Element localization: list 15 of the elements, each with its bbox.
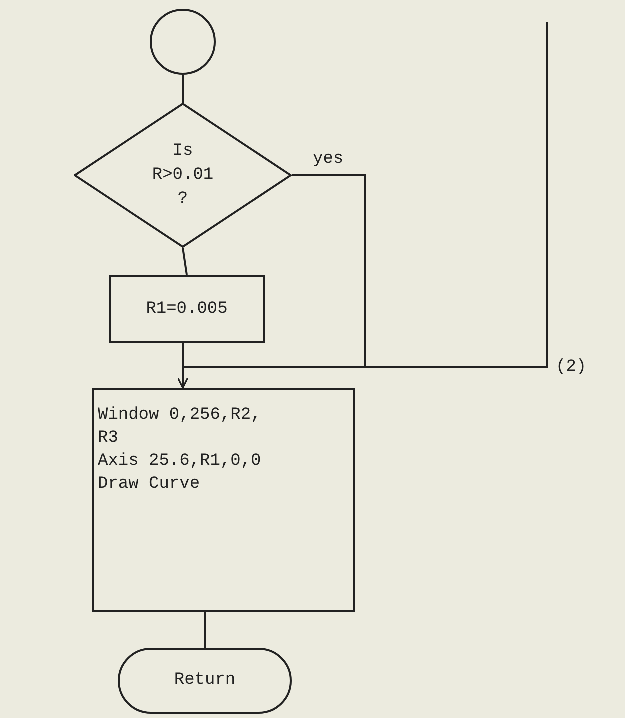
connector-line: [182, 248, 188, 276]
process-text: Axis 25.6,R1,0,0: [98, 452, 262, 471]
process-box: [92, 388, 355, 612]
terminal-text: Return: [174, 670, 236, 692]
arrow: [177, 22, 548, 389]
decision-text: Is R>0.01 ?: [152, 142, 214, 208]
process-text: Window 0,256,R2, R3: [98, 406, 262, 448]
terminal-shape: [118, 648, 292, 714]
process-text: R1=0.005: [146, 300, 228, 318]
decision-diamond: [74, 103, 292, 248]
connector-line: [182, 75, 184, 103]
connector-line: [204, 611, 206, 648]
process-box: [109, 275, 265, 343]
connector-reference: (2): [556, 358, 587, 377]
process-text: Draw Curve: [98, 475, 200, 494]
